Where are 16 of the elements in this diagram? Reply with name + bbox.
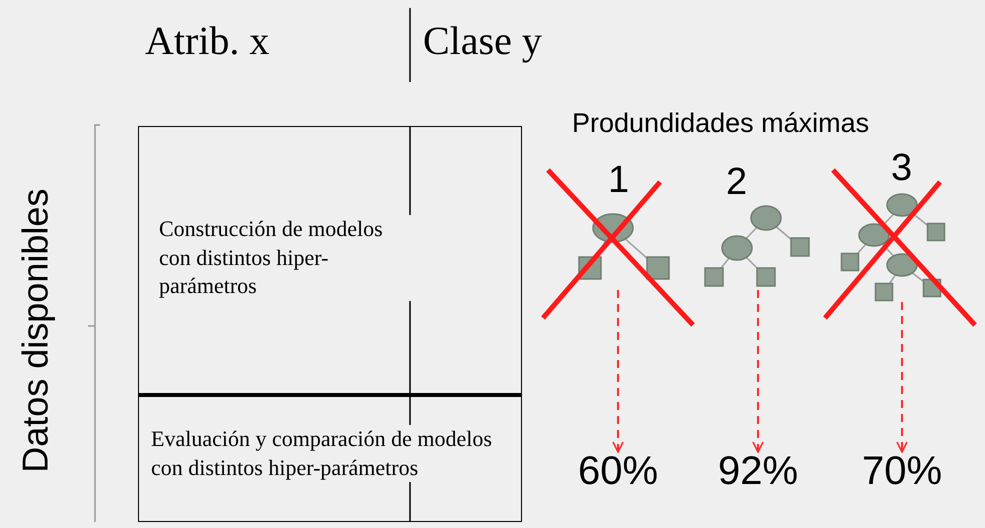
tree-number: 2 [726,162,748,202]
dashed-arrow [752,290,764,453]
heading: Produndidades máximas [572,108,870,140]
tree-number: 1 [608,160,630,200]
axis-label: Datos disponibles [14,188,56,475]
table-cell [138,393,522,522]
percentage-value: 70% [852,448,952,494]
percentage-value: 92% [708,448,808,494]
column-header: Atrib. x [145,18,270,64]
cell-text: Evaluación y comparación de modelos con distintos hiper-parámetros [151,425,493,482]
percentage-value: 60% [568,448,668,494]
tree-number: 3 [891,148,912,188]
column-header: Clase y [423,18,542,64]
dashed-arrow [896,302,908,453]
dashed-arrow [612,290,624,453]
table-cell [138,126,522,393]
